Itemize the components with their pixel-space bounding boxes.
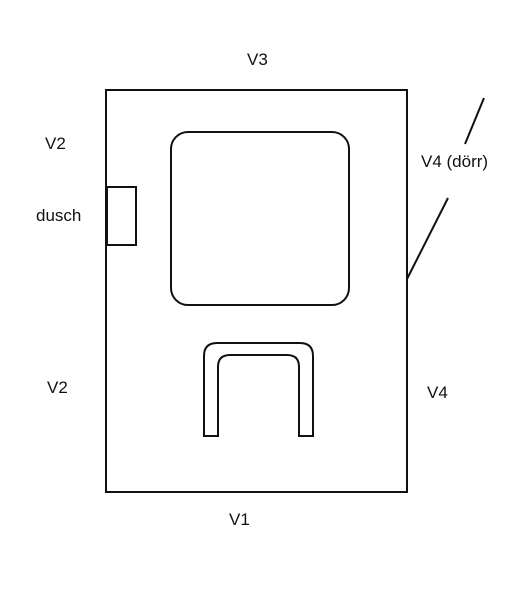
wall-label-right-lower: V4 xyxy=(427,383,448,402)
shower-door-label: dusch xyxy=(36,206,82,225)
wall-label-top: V3 xyxy=(247,50,268,69)
door-swing-line xyxy=(406,197,449,280)
room-outline xyxy=(105,89,408,493)
shower-door xyxy=(106,186,137,246)
wall-label-left-lower: V2 xyxy=(47,378,68,397)
wall-label-right-door: V4 (dörr) xyxy=(421,152,489,171)
u-fixture-outer xyxy=(203,342,314,436)
u-fixture-inner xyxy=(217,354,300,436)
wall-label-left-upper: V2 xyxy=(45,134,66,153)
wall-label-bottom: V1 xyxy=(229,510,250,529)
rounded-square-fixture xyxy=(170,131,350,306)
door-swing-line-upper xyxy=(464,97,485,145)
